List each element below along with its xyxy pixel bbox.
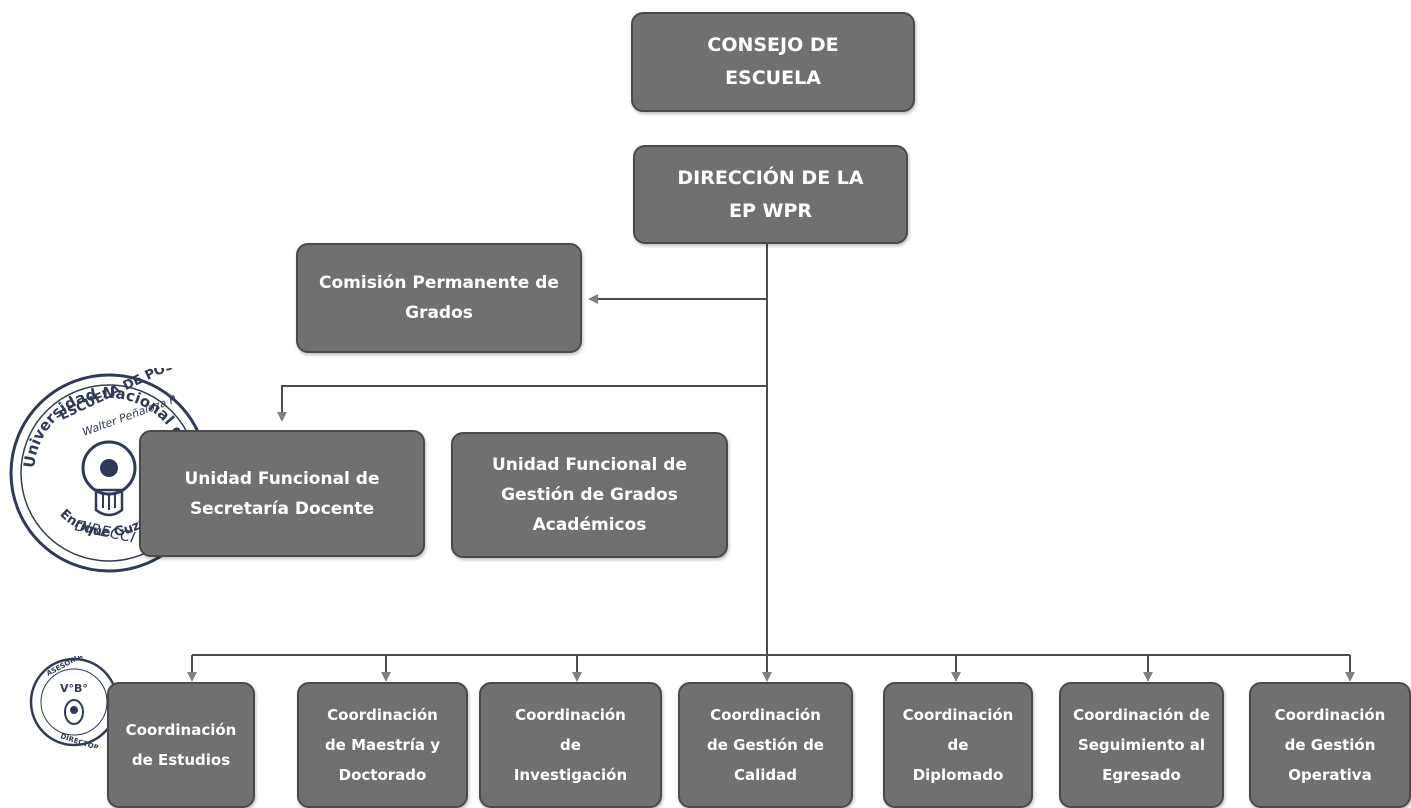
node-label-line: Diplomado [912, 766, 1004, 784]
node-label-line: Calidad [733, 766, 797, 784]
node-secretaria-docente: Unidad Funcional de Secretaría Docente [139, 430, 425, 557]
node-label-line: Coordinación de [1073, 706, 1210, 724]
node-label-line: Gestión de Grados [501, 485, 678, 505]
node-coordinacion-gestion-operativa: Coordinación de Gestión Operativa [1249, 682, 1411, 808]
node-coordinacion-estudios: Coordinación de Estudios [107, 682, 255, 808]
node-label-line: de Gestión [1284, 736, 1376, 754]
node-direccion-ep-wpr: DIRECCIÓN DE LA EP WPR [633, 145, 908, 244]
node-coordinacion-seguimiento-egresado: Coordinación de Seguimiento al Egresado [1059, 682, 1224, 808]
node-label-line: Coordinación [327, 706, 438, 724]
svg-text:V°B°: V°B° [60, 682, 88, 695]
node-label-line: Coordinación [515, 706, 626, 724]
node-gestion-grados-academicos: Unidad Funcional de Gestión de Grados Ac… [451, 432, 728, 558]
advisory-office-stamp: ASESORÍA V°B° DIRECTOR [29, 656, 119, 748]
node-label-line: Investigación [513, 766, 628, 784]
node-label-line: Secretaría Docente [189, 498, 375, 519]
node-comision-permanente-de-grados: Comisión Permanente de Grados [296, 243, 582, 353]
node-coordinacion-gestion-calidad: Coordinación de Gestión de Calidad [678, 682, 853, 808]
node-coordinacion-diplomado: Coordinación de Diplomado [883, 682, 1033, 808]
node-coordinacion-investigacion: Coordinación de Investigación [479, 682, 662, 808]
node-label-line: Doctorado [338, 766, 427, 784]
node-label-line: Operativa [1288, 766, 1372, 784]
node-label-line: de [947, 736, 969, 754]
node-consejo-de-escuela: CONSEJO DE ESCUELA [631, 12, 915, 112]
node-label-line: de Maestría y [324, 736, 441, 754]
node-label-line: Académicos [532, 515, 647, 535]
node-label-line: Coordinación [1274, 706, 1386, 724]
node-coordinacion-maestria-doctorado: Coordinación de Maestría y Doctorado [297, 682, 468, 808]
svg-text:DIRECCI: DIRECCI [73, 516, 137, 546]
node-label-line: de [560, 736, 581, 754]
node-label-line: Coordinación [902, 706, 1014, 724]
node-label-line: Unidad Funcional de [491, 455, 688, 475]
node-label-line: Comisión Permanente de [319, 273, 559, 293]
node-label-line: de Estudios [131, 751, 231, 769]
node-label-line: Seguimiento al [1077, 736, 1206, 754]
node-label-line: Grados [405, 303, 473, 323]
node-label-line: Coordinación [125, 721, 237, 739]
connector-to-secretaria [277, 385, 767, 422]
node-label-line: EP WPR [728, 199, 813, 222]
node-label-line: Egresado [1102, 766, 1181, 784]
node-label-line: DIRECCIÓN DE LA [677, 166, 864, 189]
node-label-line: Unidad Funcional de [184, 468, 380, 489]
node-label-line: CONSEJO DE [707, 34, 839, 56]
node-label-line: Coordinación [710, 706, 821, 724]
node-label-line: ESCUELA [725, 67, 821, 89]
node-label-line: de Gestión de [707, 736, 824, 754]
